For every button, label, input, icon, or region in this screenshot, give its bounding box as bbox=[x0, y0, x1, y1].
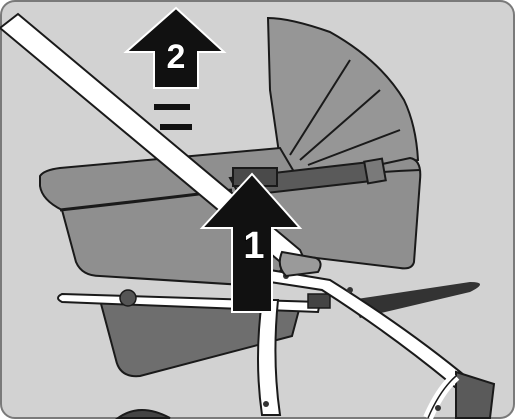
step-1-label: 1 bbox=[243, 225, 264, 267]
frame-connector bbox=[308, 294, 330, 308]
motion-bar-icon bbox=[154, 104, 190, 110]
frame-joint bbox=[120, 290, 136, 306]
strap-buckle bbox=[364, 159, 386, 184]
rail-rivet bbox=[347, 287, 353, 293]
step-2-label: 2 bbox=[167, 38, 186, 76]
motion-bar-icon bbox=[160, 124, 192, 130]
leg-rivet bbox=[263, 401, 269, 407]
bracket-rivet bbox=[435, 405, 441, 411]
